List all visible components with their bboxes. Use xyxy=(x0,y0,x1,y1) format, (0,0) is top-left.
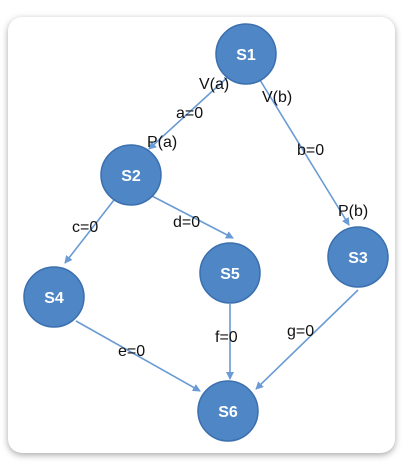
edge-label-g0: g=0 xyxy=(287,323,314,340)
edge-label-vb: V(b) xyxy=(262,89,292,106)
diagram-frame xyxy=(8,17,395,453)
node-s5: S5 xyxy=(199,242,261,304)
edge-s4-s6 xyxy=(75,320,201,392)
edge-label-d0: d=0 xyxy=(173,214,200,231)
edge-label-b0: b=0 xyxy=(297,142,324,159)
edge-s1-s3 xyxy=(259,79,350,226)
edge-label-pa: P(a) xyxy=(147,134,177,151)
edge-label-f0: f=0 xyxy=(215,329,238,346)
node-s1-label: S1 xyxy=(236,47,256,64)
node-s1: S1 xyxy=(215,23,277,85)
edge-s2-s5 xyxy=(151,195,234,239)
edge-label-c0: c=0 xyxy=(72,219,98,236)
node-s4-label: S4 xyxy=(44,290,64,307)
edges xyxy=(64,74,359,392)
node-s3-label: S3 xyxy=(348,250,368,267)
edge-label-va: V(a) xyxy=(199,76,229,93)
edge-s2-s4 xyxy=(64,199,115,264)
node-s2-label: S2 xyxy=(121,168,141,185)
node-s3: S3 xyxy=(327,226,389,288)
edge-labels: V(a) V(b) a=0 P(a) b=0 P(b) c=0 d=0 e=0 … xyxy=(72,76,368,360)
node-s2: S2 xyxy=(100,144,162,206)
node-s6-label: S6 xyxy=(218,404,238,421)
edge-s1-s2 xyxy=(148,74,231,150)
edge-label-a0: a=0 xyxy=(176,105,203,122)
node-s4: S4 xyxy=(23,266,85,328)
nodes: S1 S2 S3 S4 S5 S6 xyxy=(23,23,389,442)
node-s5-label: S5 xyxy=(220,266,240,283)
edge-s3-s6 xyxy=(255,289,359,390)
node-s6: S6 xyxy=(197,380,259,442)
edge-label-e0: e=0 xyxy=(118,343,145,360)
edge-label-pb: P(b) xyxy=(338,203,368,220)
